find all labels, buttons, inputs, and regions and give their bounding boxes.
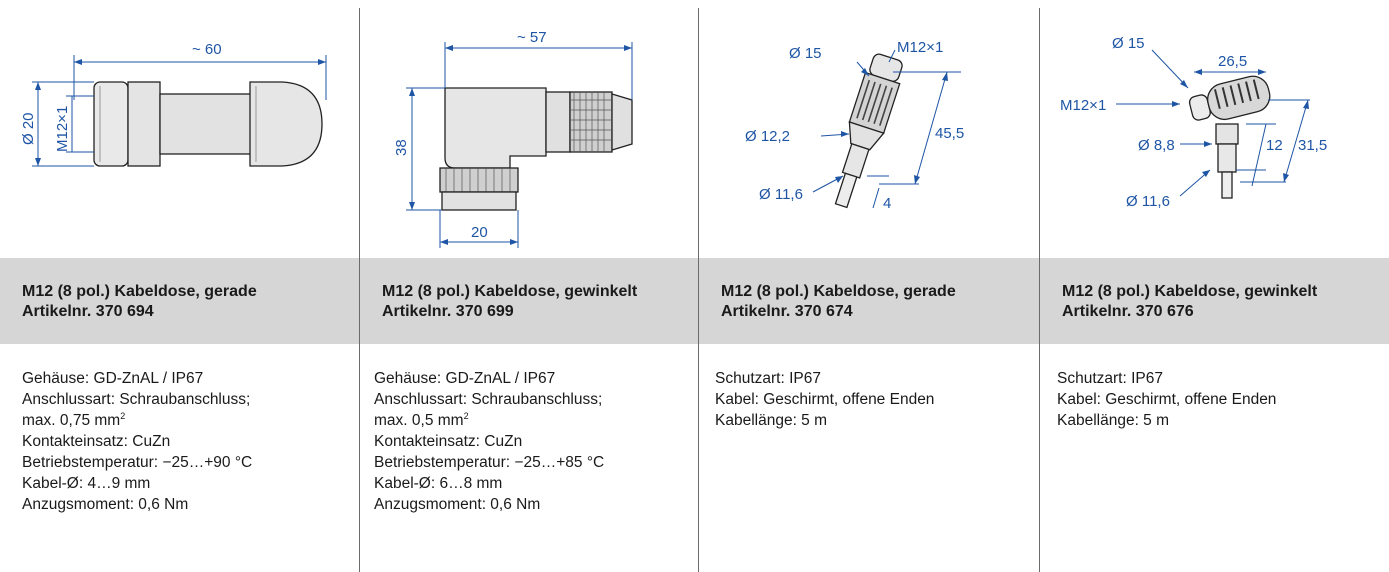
spec-line: Kontakteinsatz: CuZn [22, 433, 171, 450]
column-separator [698, 8, 699, 572]
dim-diameter-11-6: Ø 11,6 [759, 186, 803, 203]
spec-list-1: Gehäuse: GD-ZnAL / IP67 Anschlussart: Sc… [22, 368, 352, 515]
spec-line: Anschlussart: Schraubanschluss; [374, 391, 603, 408]
connector-drawing-straight-370674: Ø 15 M12×1 Ø 12,2 Ø 11,6 45,5 4 [699, 0, 1039, 258]
technical-drawing: Ø 15 26,5 M12×1 Ø 8,8 12 [1060, 35, 1327, 210]
spec-line: Kabellänge: 5 m [715, 412, 828, 429]
article-number: Artikelnr. 370 699 [382, 303, 514, 320]
dim-length: 45,5 [935, 125, 964, 142]
connector-drawing-angled-370699: ~ 57 38 20 [360, 0, 698, 258]
technical-drawing: ~ 57 38 20 [393, 29, 633, 248]
spec-line: Kabel: Geschirmt, offene Enden [1057, 391, 1277, 408]
spec-line: Schutzart: IP67 [715, 370, 821, 387]
product-title: M12 (8 pol.) Kabeldose, gewinkelt [1062, 283, 1318, 300]
product-title: M12 (8 pol.) Kabeldose, gerade [22, 283, 257, 300]
spec-line: Anzugsmoment: 0,6 Nm [374, 496, 541, 513]
spec-list-2: Gehäuse: GD-ZnAL / IP67 Anschlussart: Sc… [374, 368, 694, 515]
dim-height: 38 [393, 139, 410, 156]
spec-line: Gehäuse: GD-ZnAL / IP67 [22, 370, 204, 387]
spec-line: max. 0,5 mm2 [374, 411, 469, 430]
dim-width: 26,5 [1218, 53, 1247, 70]
dim-diameter: Ø 20 [20, 112, 37, 145]
spec-line: Kontakteinsatz: CuZn [374, 433, 523, 450]
spec-list-3: Schutzart: IP67 Kabel: Geschirmt, offene… [715, 368, 1035, 431]
spec-list-4: Schutzart: IP67 Kabel: Geschirmt, offene… [1057, 368, 1382, 431]
dim-height-31-5: 31,5 [1298, 137, 1327, 154]
product-header-band-3: M12 (8 pol.) Kabeldose, gerade Artikelnr… [699, 258, 1039, 344]
product-title: M12 (8 pol.) Kabeldose, gewinkelt [382, 283, 638, 300]
spec-line: Anschlussart: Schraubanschluss; [22, 391, 251, 408]
technical-drawing: ~ 60 Ø 20 M12×1 [20, 41, 327, 167]
superscript: 2 [120, 411, 126, 421]
dim-length: ~ 57 [517, 29, 547, 46]
article-number: Artikelnr. 370 694 [22, 303, 154, 320]
dim-diameter-11-6: Ø 11,6 [1126, 193, 1170, 210]
spec-line: Kabellänge: 5 m [1057, 412, 1170, 429]
product-header-band-4: M12 (8 pol.) Kabeldose, gewinkelt Artike… [1040, 258, 1389, 344]
spec-line: max. 0,75 mm2 [22, 411, 126, 430]
connector-drawing-straight-370694: ~ 60 Ø 20 M12×1 [0, 0, 359, 258]
spec-line: Kabel-Ø: 6…8 mm [374, 475, 503, 492]
dim-small: 4 [883, 195, 891, 212]
article-number: Artikelnr. 370 674 [721, 303, 853, 320]
product-column-3: Ø 15 M12×1 Ø 12,2 Ø 11,6 45,5 4 [699, 0, 1039, 572]
dim-width: 20 [471, 224, 488, 241]
spec-line: Betriebstemperatur: −25…+85 °C [374, 454, 605, 471]
dim-diameter-15: Ø 15 [1112, 35, 1145, 52]
column-separator [1039, 8, 1040, 572]
technical-drawing: Ø 15 M12×1 Ø 12,2 Ø 11,6 45,5 4 [745, 39, 964, 212]
dim-thread: M12×1 [1060, 97, 1106, 114]
product-title: M12 (8 pol.) Kabeldose, gerade [721, 283, 956, 300]
dim-diameter-15: Ø 15 [789, 45, 822, 62]
dim-thread: M12×1 [54, 106, 71, 152]
product-header-band-2: M12 (8 pol.) Kabeldose, gewinkelt Artike… [360, 258, 698, 344]
spec-line: Kabel: Geschirmt, offene Enden [715, 391, 935, 408]
spec-line: Kabel-Ø: 4…9 mm [22, 475, 151, 492]
dim-diameter-12-2: Ø 12,2 [745, 128, 790, 145]
article-number: Artikelnr. 370 676 [1062, 303, 1194, 320]
dim-length: ~ 60 [192, 41, 222, 58]
superscript: 2 [463, 411, 469, 421]
dim-height-12: 12 [1266, 137, 1283, 154]
connector-drawing-angled-370676: Ø 15 26,5 M12×1 Ø 8,8 12 [1040, 0, 1389, 258]
column-separator [359, 8, 360, 572]
product-header-band-1: M12 (8 pol.) Kabeldose, gerade Artikelnr… [0, 258, 359, 344]
dim-diameter-8-8: Ø 8,8 [1138, 137, 1175, 154]
spec-line: Betriebstemperatur: −25…+90 °C [22, 454, 253, 471]
spec-line: Gehäuse: GD-ZnAL / IP67 [374, 370, 556, 387]
product-column-2: ~ 57 38 20 [360, 0, 698, 572]
spec-line: Schutzart: IP67 [1057, 370, 1163, 387]
product-column-4: Ø 15 26,5 M12×1 Ø 8,8 12 [1040, 0, 1389, 572]
spec-line: Anzugsmoment: 0,6 Nm [22, 496, 189, 513]
product-column-1: ~ 60 Ø 20 M12×1 [0, 0, 359, 572]
dim-thread: M12×1 [897, 39, 943, 56]
